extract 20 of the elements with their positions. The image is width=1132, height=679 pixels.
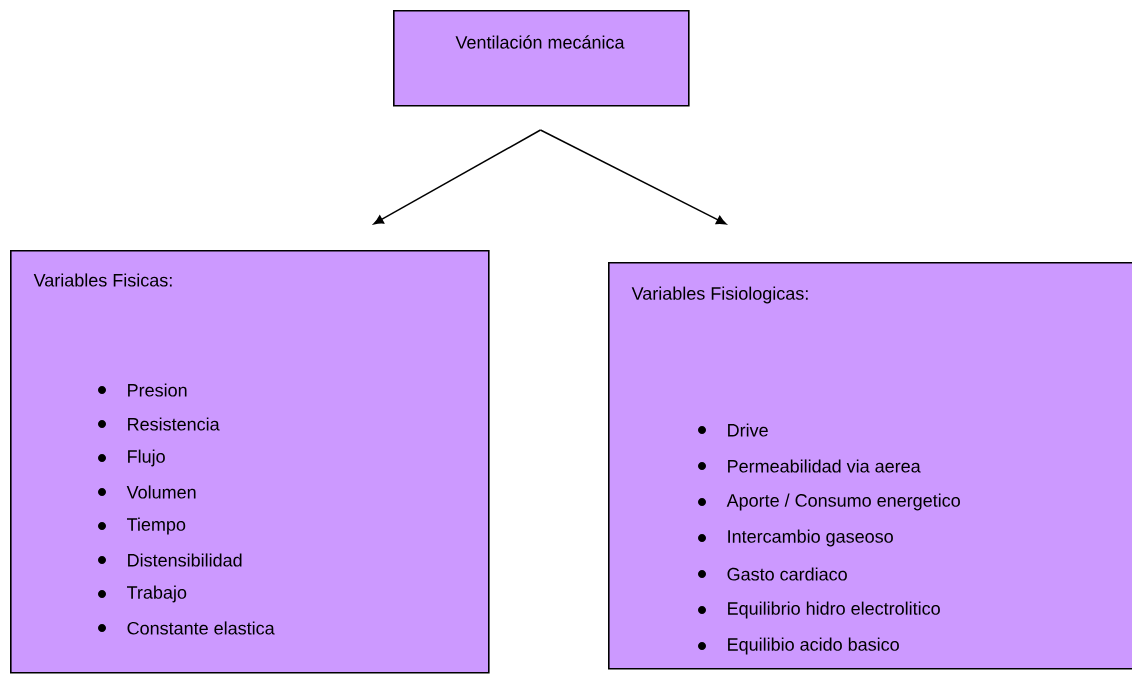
heading: Ventilación mecánica <box>455 35 625 49</box>
bullet-item: Constante elastica <box>98 621 275 635</box>
bullet-item: Presion <box>98 383 187 397</box>
bullet-item: Resistencia <box>98 417 220 431</box>
bullet-item: Drive <box>698 423 768 437</box>
bullet-item: Distensibilidad <box>98 553 242 567</box>
bullet-item: Intercambio gaseoso <box>698 529 893 547</box>
bullet-item: Trabajo <box>98 585 187 603</box>
heading: Variables Fisicas: <box>33 273 172 287</box>
bullet-item: Equilibrio hidro electrolitico <box>698 601 940 619</box>
bullet-item: Flujo <box>98 449 165 467</box>
bullet-item: Volumen <box>98 485 196 499</box>
bullet-item: Permeabilidad via aerea <box>698 459 921 473</box>
bullet-item: Aporte / Consumo energetico <box>698 493 960 511</box>
arrow <box>539 129 727 225</box>
bullet-item: Equilibio acido basico <box>698 637 899 655</box>
bullet-item: Tiempo <box>98 517 186 535</box>
heading: Variables Fisiologicas: <box>631 286 808 304</box>
arrow <box>373 129 542 225</box>
bullet-item: Gasto cardiaco <box>698 567 847 581</box>
